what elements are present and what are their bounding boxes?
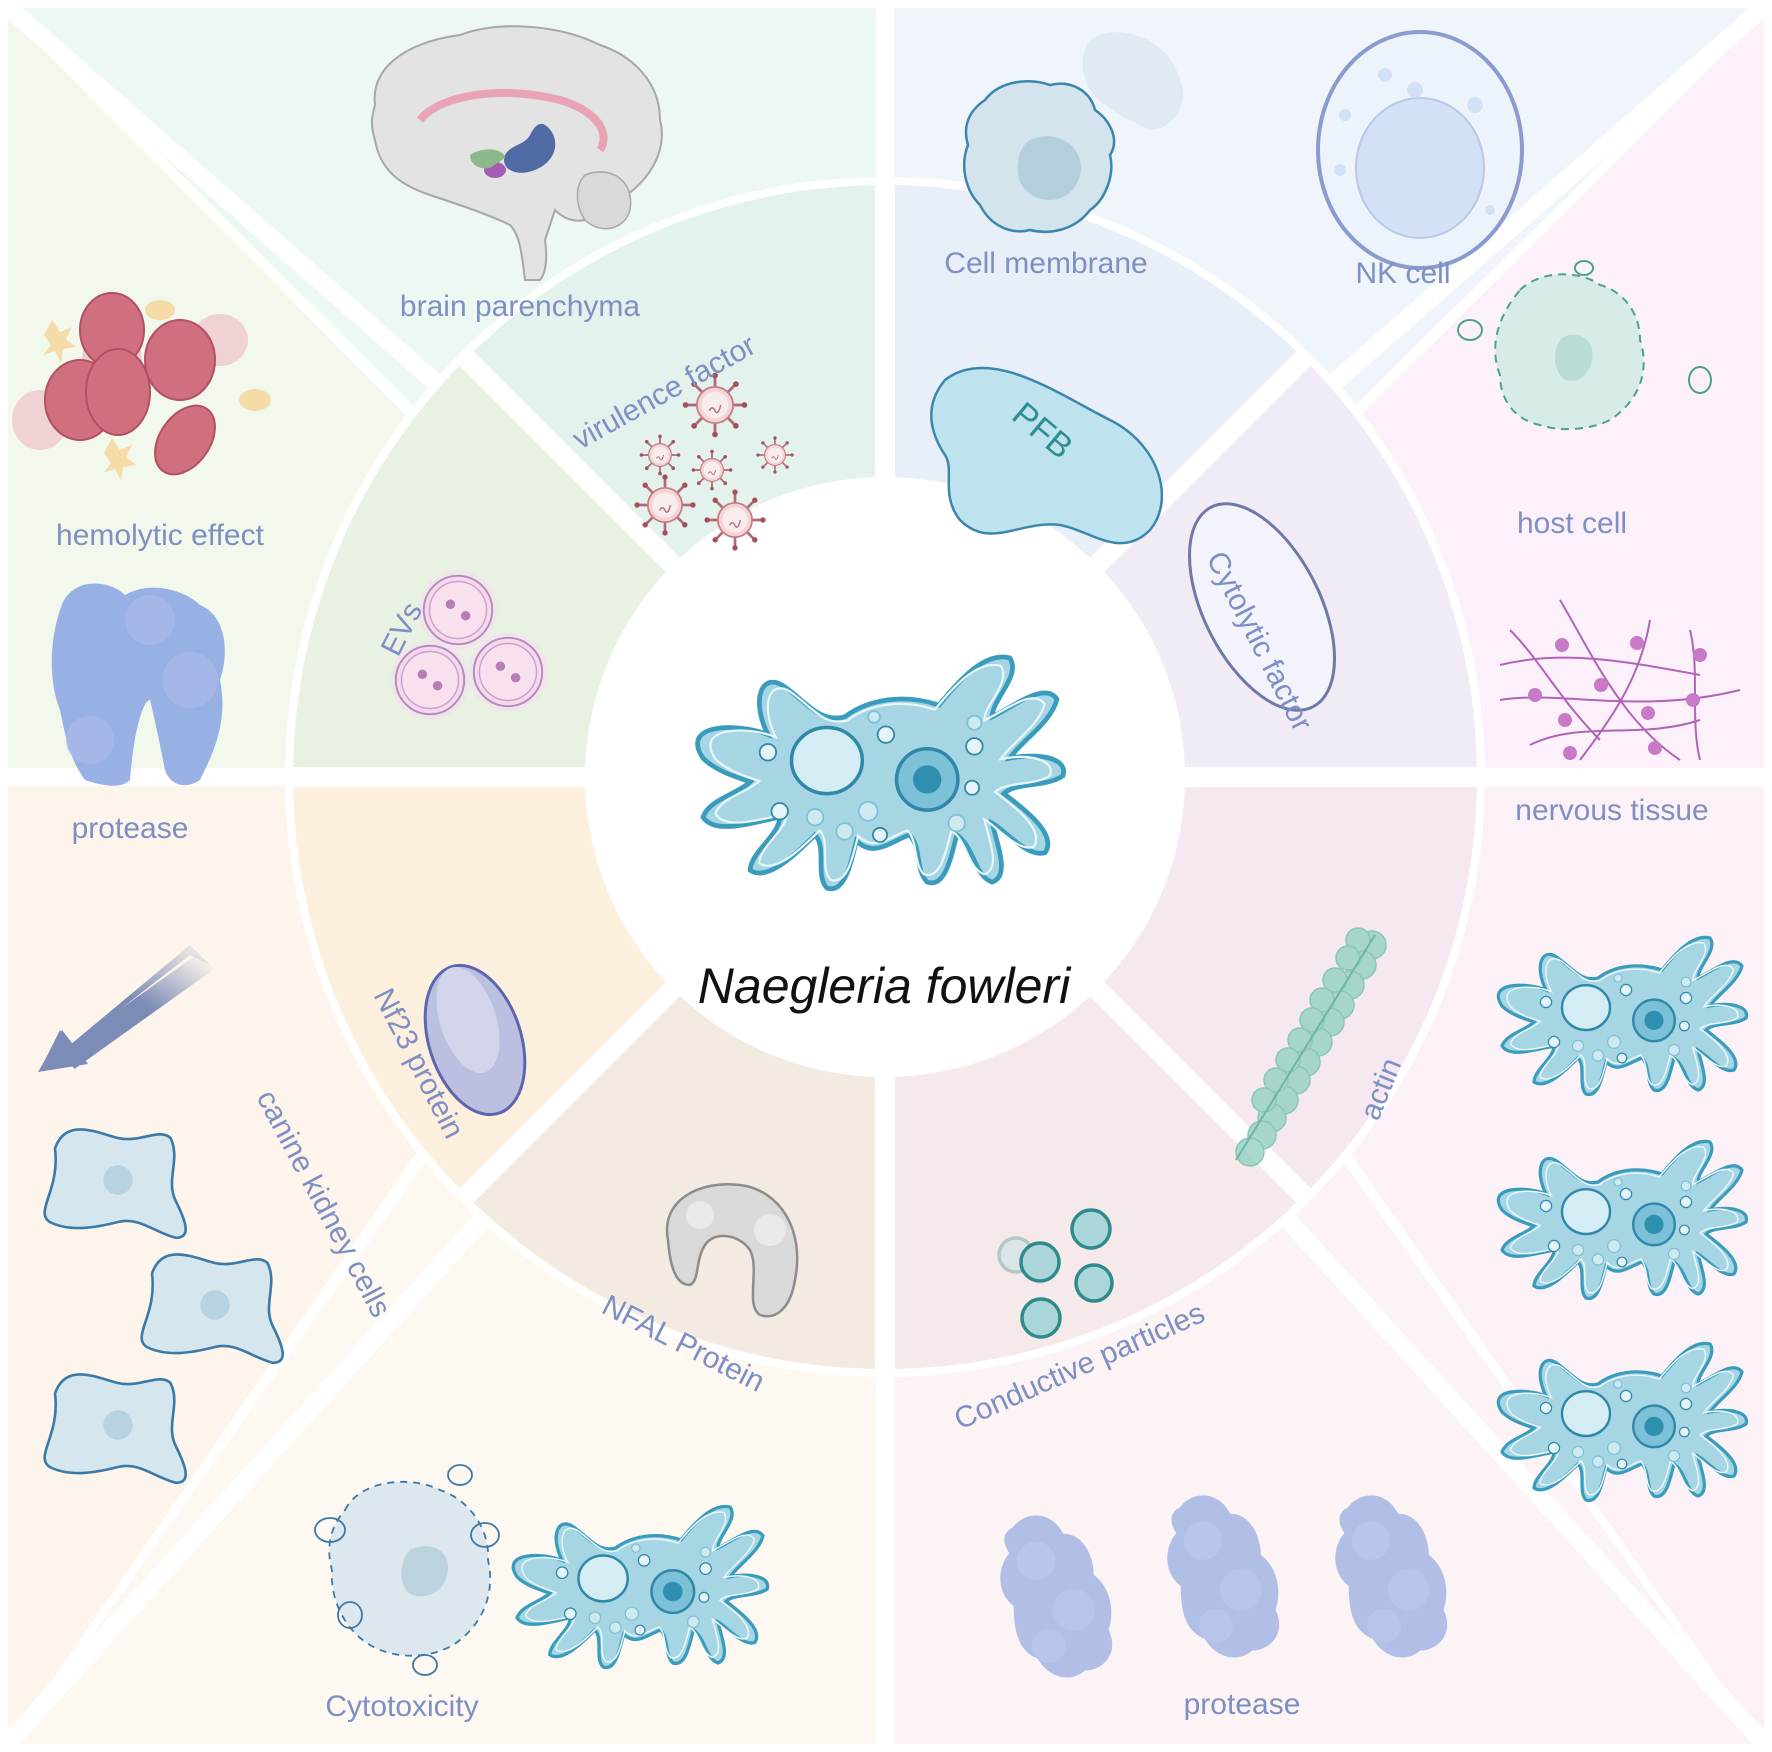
amoeba-group <box>1496 935 1749 1503</box>
brain-icon <box>371 25 663 281</box>
nfal-protein-icon <box>665 1183 799 1318</box>
particles-icon <box>997 1208 1114 1339</box>
outer-sector-top-left-lower <box>8 14 876 768</box>
lysed-cell-icon <box>314 1464 500 1676</box>
lysed-host-cell-icon <box>1457 260 1712 431</box>
protease-icon <box>51 583 225 786</box>
label-host-cell: host cell <box>1517 507 1627 540</box>
label-nk-cell: NK cell <box>1355 257 1450 290</box>
red-blood-cells-icon <box>12 292 271 481</box>
organism-title: Naegleria fowleri <box>698 958 1072 1014</box>
arrow-icon <box>38 945 215 1072</box>
label-protease-top-left: protease <box>72 812 189 845</box>
label-brain-parenchyma: brain parenchyma <box>400 290 640 323</box>
damaged-cell-icon <box>962 32 1184 234</box>
actin-filament-icon <box>1235 927 1387 1167</box>
label-protease-bottom-right: protease <box>1184 1688 1301 1721</box>
ellipse-icon <box>1188 502 1336 712</box>
outer-sector-bottom-left-upper <box>8 786 876 1744</box>
label-nervous-tissue: nervous tissue <box>1515 794 1708 827</box>
label-hemolytic-effect: hemolytic effect <box>56 519 265 552</box>
label-cell-membrane: Cell membrane <box>944 247 1147 280</box>
pfb-blob-icon <box>930 366 1164 545</box>
neuron-network-icon <box>1499 599 1741 761</box>
outer-sector-top-right-lower <box>894 14 1764 768</box>
nk-cell-icon <box>1316 30 1524 270</box>
nf23-protein-icon <box>423 963 527 1117</box>
label-cytotoxicity: Cytotoxicity <box>325 1690 478 1723</box>
